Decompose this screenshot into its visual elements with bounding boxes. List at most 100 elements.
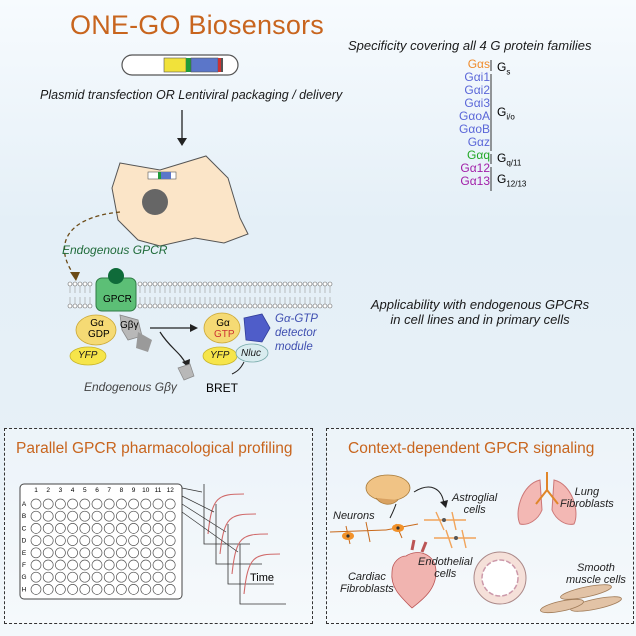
plate-well <box>55 547 66 559</box>
plate-well <box>116 571 127 583</box>
smooth-muscle-icon <box>540 584 622 614</box>
plate-well <box>30 547 42 559</box>
panel-right-title: Context-dependent GPCR signaling <box>348 440 595 457</box>
plate-col-label: 4 <box>71 487 75 494</box>
plate-well <box>42 510 54 522</box>
plate-well <box>55 571 66 583</box>
plate-well <box>116 535 127 546</box>
plate-well <box>164 571 176 583</box>
plate-well <box>164 498 176 510</box>
plate-well <box>128 510 139 522</box>
plate-row-label: B <box>22 513 26 520</box>
plate-well <box>30 559 42 571</box>
kinetic-curves <box>181 484 286 605</box>
plate-row-label: E <box>22 550 27 557</box>
plate-well <box>42 584 54 595</box>
plate-well <box>164 535 176 546</box>
plate-well <box>91 498 103 510</box>
plate-well <box>164 547 176 559</box>
plate-well <box>164 523 176 534</box>
bret-label: BRET <box>206 381 239 395</box>
applicability-caption: Applicability with endogenous GPCRs in c… <box>370 297 590 327</box>
plate-well <box>164 510 176 522</box>
plate-well <box>152 523 164 534</box>
plate-well <box>55 523 66 534</box>
plate-well <box>55 510 66 522</box>
plate-well <box>128 584 139 595</box>
nluc <box>235 343 269 363</box>
plate-well <box>79 510 91 522</box>
plate-well <box>116 584 127 595</box>
plate-well <box>103 584 115 595</box>
plate-well <box>79 584 91 595</box>
plate-well <box>42 559 54 571</box>
g-protein-item: Gα13 <box>460 174 490 188</box>
plate-well <box>152 584 164 595</box>
plate-well <box>152 547 164 559</box>
plate-row-label: H <box>22 586 27 593</box>
plate-well <box>42 498 54 510</box>
plate-well <box>30 498 42 510</box>
plate-well <box>79 498 91 510</box>
plate-well <box>128 523 139 534</box>
mechanism-graphic <box>63 110 333 381</box>
plate-well <box>103 510 115 522</box>
plate-well <box>91 510 103 522</box>
gpcr-label: GPCR <box>103 294 132 305</box>
page-title: ONE-GO Biosensors <box>70 10 324 40</box>
plate-well <box>55 535 66 546</box>
plate-well <box>55 584 66 595</box>
g-protein-item: Gαs <box>467 57 490 71</box>
neurons-label: Neurons <box>333 510 375 522</box>
plate-well <box>55 559 66 571</box>
plate-well <box>140 510 152 522</box>
heart-icon <box>391 539 437 609</box>
plate-well <box>30 535 42 546</box>
plate-row-label: F <box>22 562 26 569</box>
plate-well <box>128 535 139 546</box>
plate-col-label: 11 <box>155 487 162 494</box>
neuron-icons <box>329 521 419 545</box>
plate-well <box>164 584 176 595</box>
plate-row-label: A <box>22 501 27 508</box>
astroglial-icons <box>424 511 476 549</box>
endogenous-gbg-label: Endogenous Gβγ <box>84 380 177 394</box>
plate-well <box>67 535 78 546</box>
plate-well <box>140 559 152 571</box>
plate-col-label: 6 <box>95 487 99 494</box>
family-g1213: G12/13 <box>497 172 527 189</box>
plate-well <box>79 535 91 546</box>
plate-row-label: C <box>22 525 27 532</box>
plate-well <box>103 498 115 510</box>
g-beta-gamma <box>119 314 143 341</box>
nucleus-icon <box>142 189 168 215</box>
plate-well <box>103 571 115 583</box>
plate-well <box>140 571 152 583</box>
plate-well <box>152 510 164 522</box>
plate-well <box>67 523 78 534</box>
plate-well <box>67 571 78 583</box>
plate-well <box>152 571 164 583</box>
plate-well <box>79 523 91 534</box>
plate-col-label: 12 <box>167 487 175 494</box>
lung-icon <box>517 472 577 525</box>
plate-well <box>55 498 66 510</box>
plate-well <box>30 584 42 595</box>
plate-well <box>30 571 42 583</box>
plate-col-label: 7 <box>107 487 111 494</box>
g-alpha-inactive <box>75 314 117 346</box>
plate-well <box>128 498 139 510</box>
plate-well <box>42 571 54 583</box>
plate-well <box>164 559 176 571</box>
delivery-caption: Plasmid transfection OR Lentiviral packa… <box>40 88 343 102</box>
family-gq: Gq/11 <box>497 151 522 168</box>
yfp-inactive <box>69 346 107 366</box>
plate-col-label: 3 <box>59 487 63 494</box>
plate-well <box>67 559 78 571</box>
plate-well <box>140 535 152 546</box>
plate-well <box>116 498 127 510</box>
